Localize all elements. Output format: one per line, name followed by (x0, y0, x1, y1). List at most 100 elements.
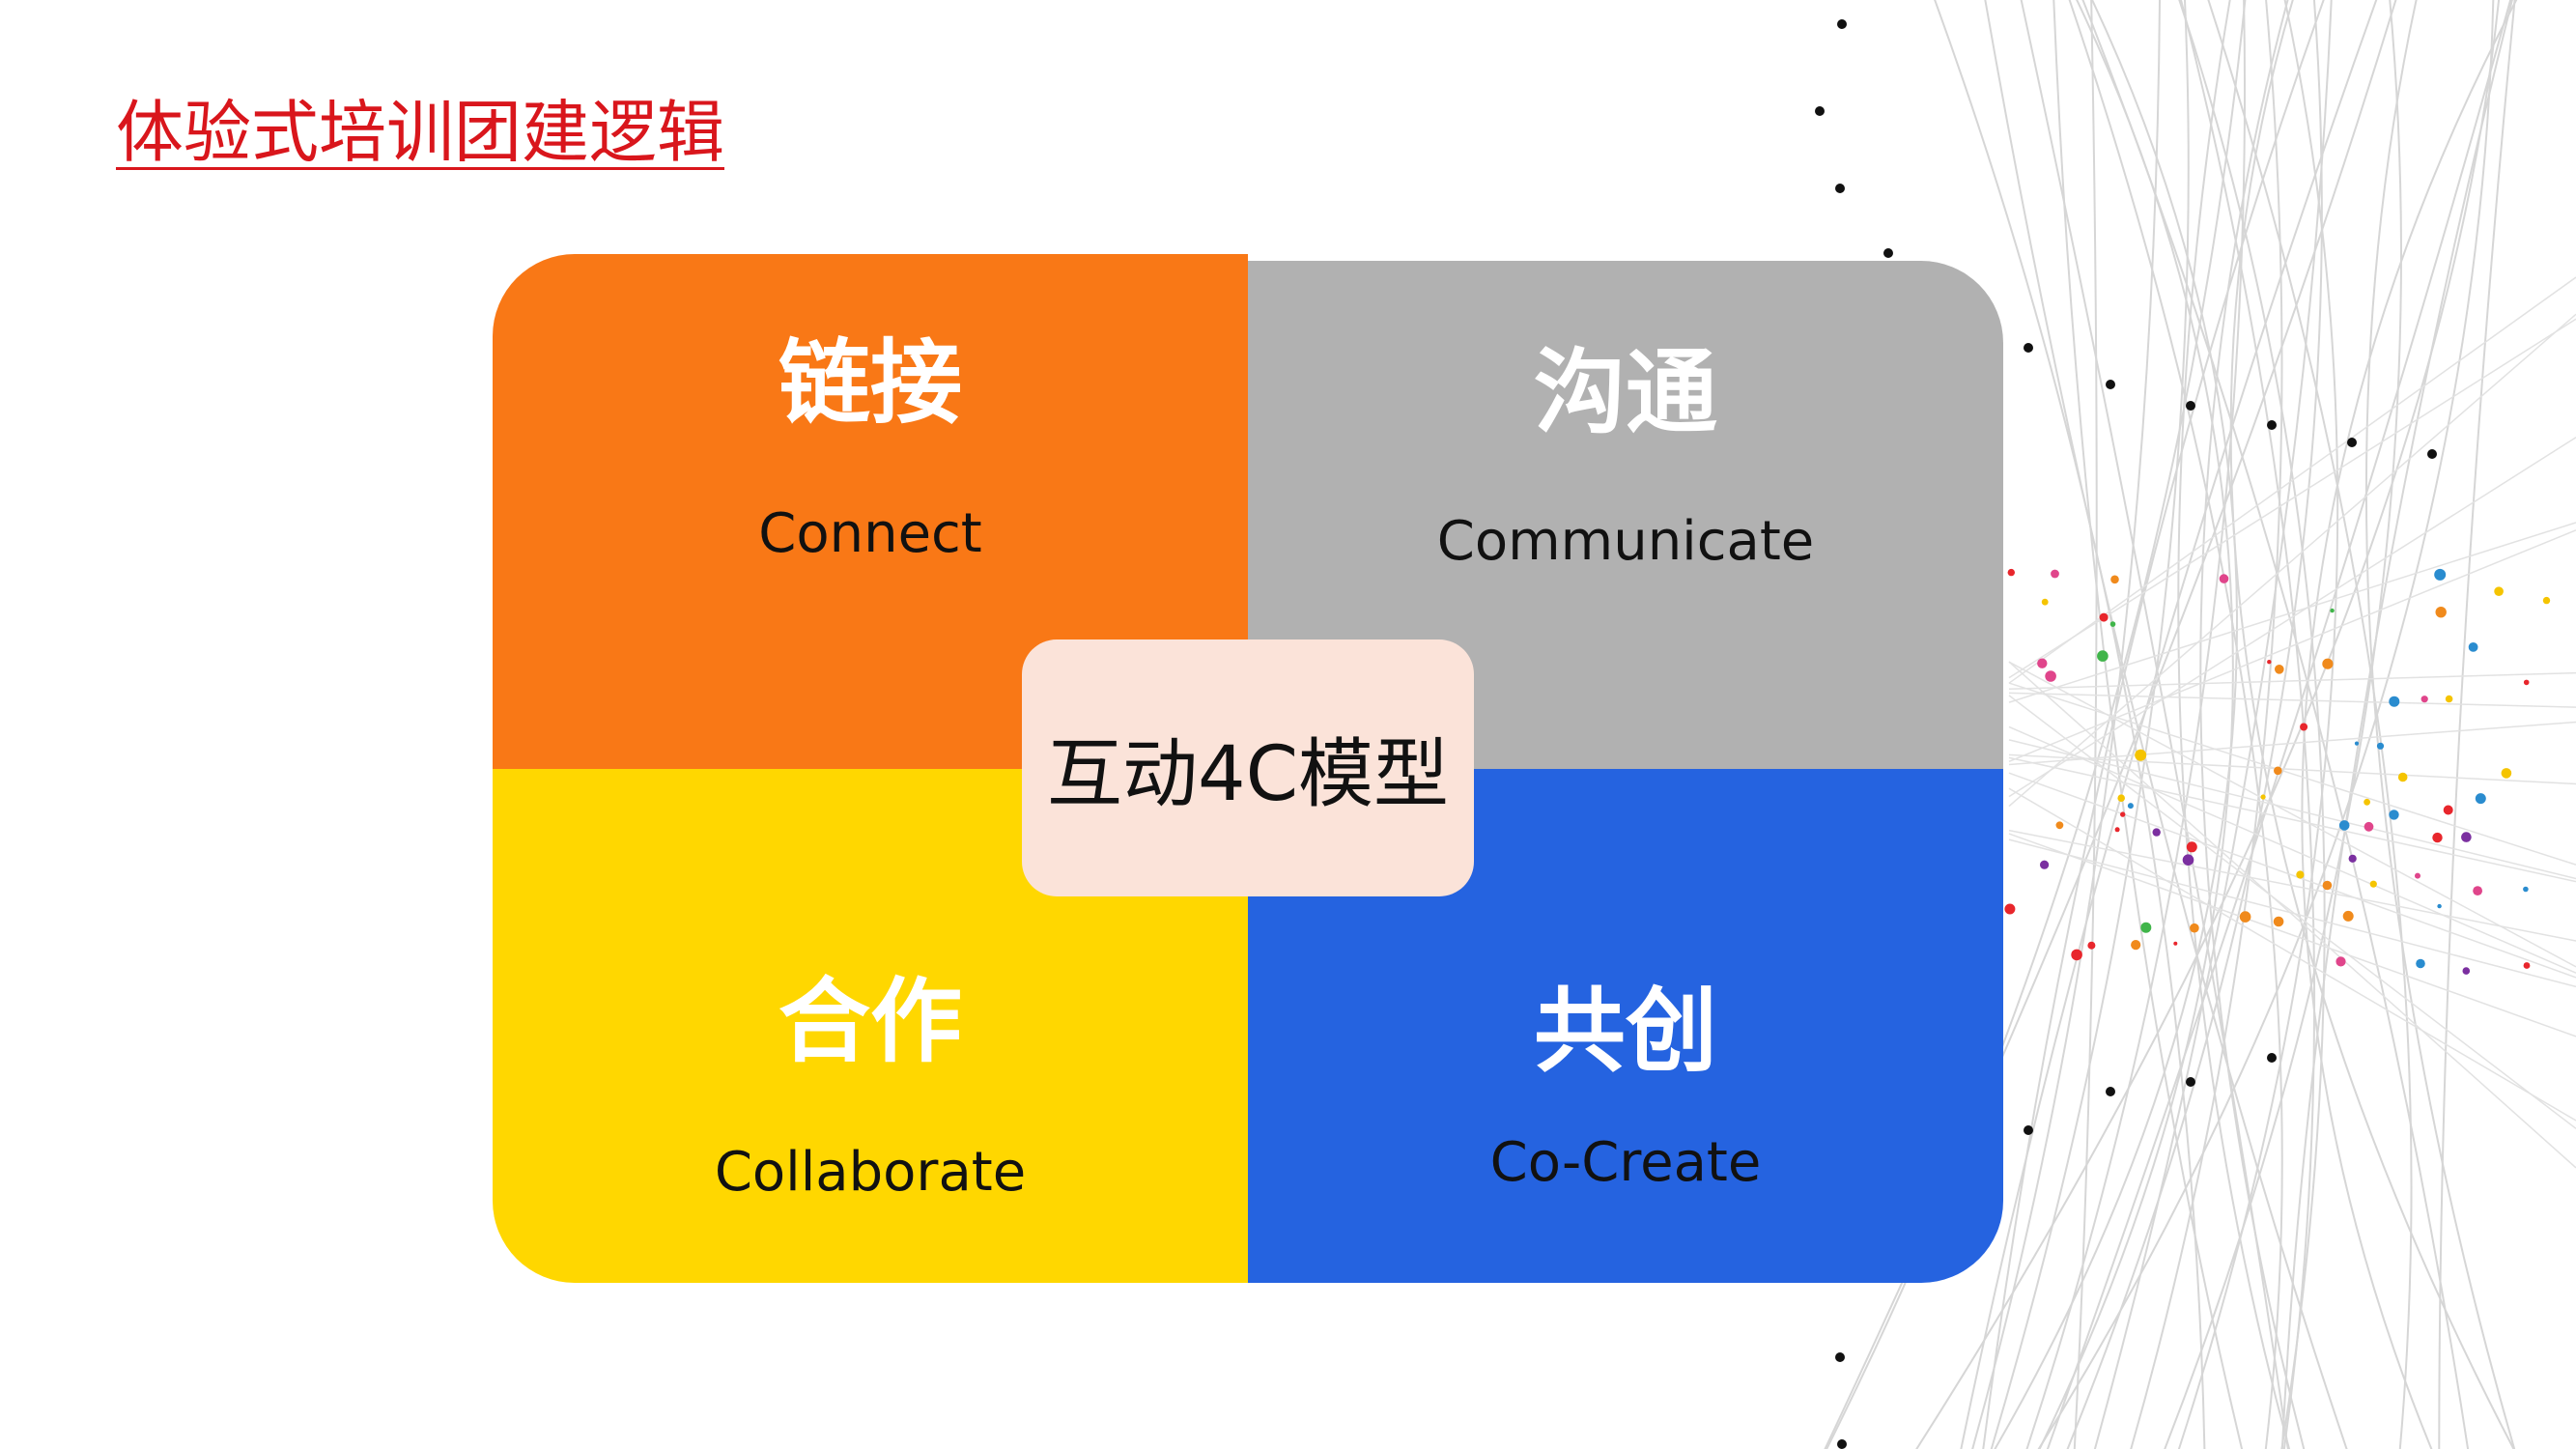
decorative-particle (2004, 903, 2016, 915)
decorative-node (1837, 19, 1847, 29)
quadrant-connect-title: 链接 (778, 330, 962, 437)
decorative-line (1994, 0, 2238, 1449)
decorative-line (2008, 437, 2576, 798)
decorative-particle (2397, 772, 2408, 782)
decorative-particle (2140, 922, 2152, 933)
decorative-line (2130, 0, 2283, 1449)
decorative-particle (2051, 569, 2059, 579)
decorative-particle (2173, 941, 2178, 946)
decorative-particle (2338, 820, 2350, 831)
quadrant-cocreate-subtitle: Co-Create (1489, 1131, 1762, 1194)
decorative-particle (2330, 608, 2335, 613)
decorative-line (2046, 0, 2512, 1449)
decorative-particle (2275, 665, 2284, 674)
decorative-node (2024, 343, 2033, 353)
decorative-line (2438, 0, 2516, 1449)
decorative-line (2177, 0, 2339, 1449)
decorative-line (2229, 0, 2515, 1449)
decorative-line (2280, 0, 2513, 1449)
decorative-particle (2071, 949, 2082, 961)
quadrant-cocreate-title: 共创 (1533, 979, 1717, 1085)
decorative-line (2008, 829, 2576, 942)
decorative-node (1815, 106, 1825, 116)
decorative-particle (2045, 670, 2056, 682)
decorative-particle (2109, 621, 2116, 627)
decorative-particle (2127, 803, 2134, 810)
quadrant-connect-subtitle: Connect (758, 502, 982, 565)
decorative-line (2008, 692, 2576, 708)
quadrant-collaborate: 合作 Collaborate (493, 769, 1248, 1283)
decorative-particle (2416, 958, 2425, 969)
decorative-particle (2523, 679, 2530, 686)
decorative-node (2267, 1053, 2277, 1063)
decorative-line (2177, 0, 2291, 1449)
decorative-node (1837, 1439, 1847, 1449)
decorative-particle (2494, 586, 2504, 596)
decorative-particle (2501, 768, 2512, 779)
page-title: 体验式培训团建逻辑 (116, 93, 724, 172)
decorative-particle (2099, 612, 2109, 622)
decorative-line (1982, 0, 2325, 1449)
decorative-particle (2041, 598, 2049, 606)
decorative-particle (2342, 910, 2354, 922)
decorative-line (2020, 0, 2289, 1449)
decorative-line (2301, 0, 2518, 1449)
decorative-particle (2040, 860, 2050, 869)
decorative-particle (2117, 794, 2125, 802)
decorative-line (2207, 0, 2413, 1449)
decorative-particle (2542, 596, 2551, 605)
decorative-particle (2434, 568, 2447, 581)
decorative-particle (2468, 642, 2478, 652)
decorative-node (1835, 1352, 1845, 1362)
decorative-particle (2389, 696, 2400, 707)
decorative-node (2186, 1077, 2195, 1087)
decorative-line (2008, 838, 2576, 988)
decorative-particle (2369, 880, 2377, 888)
decorative-line (2008, 833, 2576, 1037)
decorative-particle (2322, 880, 2333, 891)
decorative-particle (2335, 956, 2346, 967)
decorative-particle (2219, 574, 2229, 583)
decorative-line (2008, 725, 2576, 974)
decorative-particle (2322, 658, 2334, 669)
decorative-particle (2260, 794, 2266, 800)
decorative-particle (2239, 911, 2251, 923)
decorative-line (2179, 0, 2316, 1449)
decorative-particle (2267, 660, 2272, 665)
decorative-line (2008, 313, 2576, 808)
decorative-line (1990, 0, 2190, 1449)
decorative-line (2008, 721, 2576, 766)
decorative-particle (2364, 798, 2371, 806)
decorative-particle (2420, 696, 2428, 703)
decorative-particle (2273, 916, 2284, 927)
decorative-particle (2152, 828, 2161, 837)
decorative-line (2008, 671, 2576, 690)
decorative-line (2008, 787, 2576, 1122)
decorative-line (2008, 753, 2576, 785)
decorative-particle (2437, 903, 2442, 909)
decorative-particle (2443, 805, 2453, 815)
decorative-particle (2007, 568, 2015, 577)
decorative-particle (2097, 650, 2109, 662)
decorative-particle (2432, 832, 2443, 843)
decorative-particle (2473, 886, 2483, 895)
decorative-particle (2475, 793, 2486, 805)
decorative-node (2267, 420, 2277, 430)
decorative-node (2427, 449, 2437, 459)
decorative-line (2068, 0, 2283, 1449)
decorative-particle (2415, 872, 2420, 879)
decorative-particle (2435, 607, 2447, 618)
decorative-line (2008, 529, 2576, 763)
decorative-node (2347, 438, 2357, 447)
decorative-line (2178, 0, 2326, 1449)
decorative-particle (2376, 742, 2385, 750)
decorative-particle (2296, 870, 2305, 879)
decorative-particle (2523, 962, 2531, 969)
decorative-particle (2445, 695, 2453, 703)
decorative-particle (2182, 854, 2194, 866)
center-model-label: 互动4C模型 (1022, 639, 1474, 896)
decorative-line (2025, 0, 2247, 1449)
decorative-line (2008, 522, 2576, 703)
quadrant-communicate-title: 沟通 (1533, 340, 1717, 446)
decorative-particle (2274, 766, 2282, 776)
